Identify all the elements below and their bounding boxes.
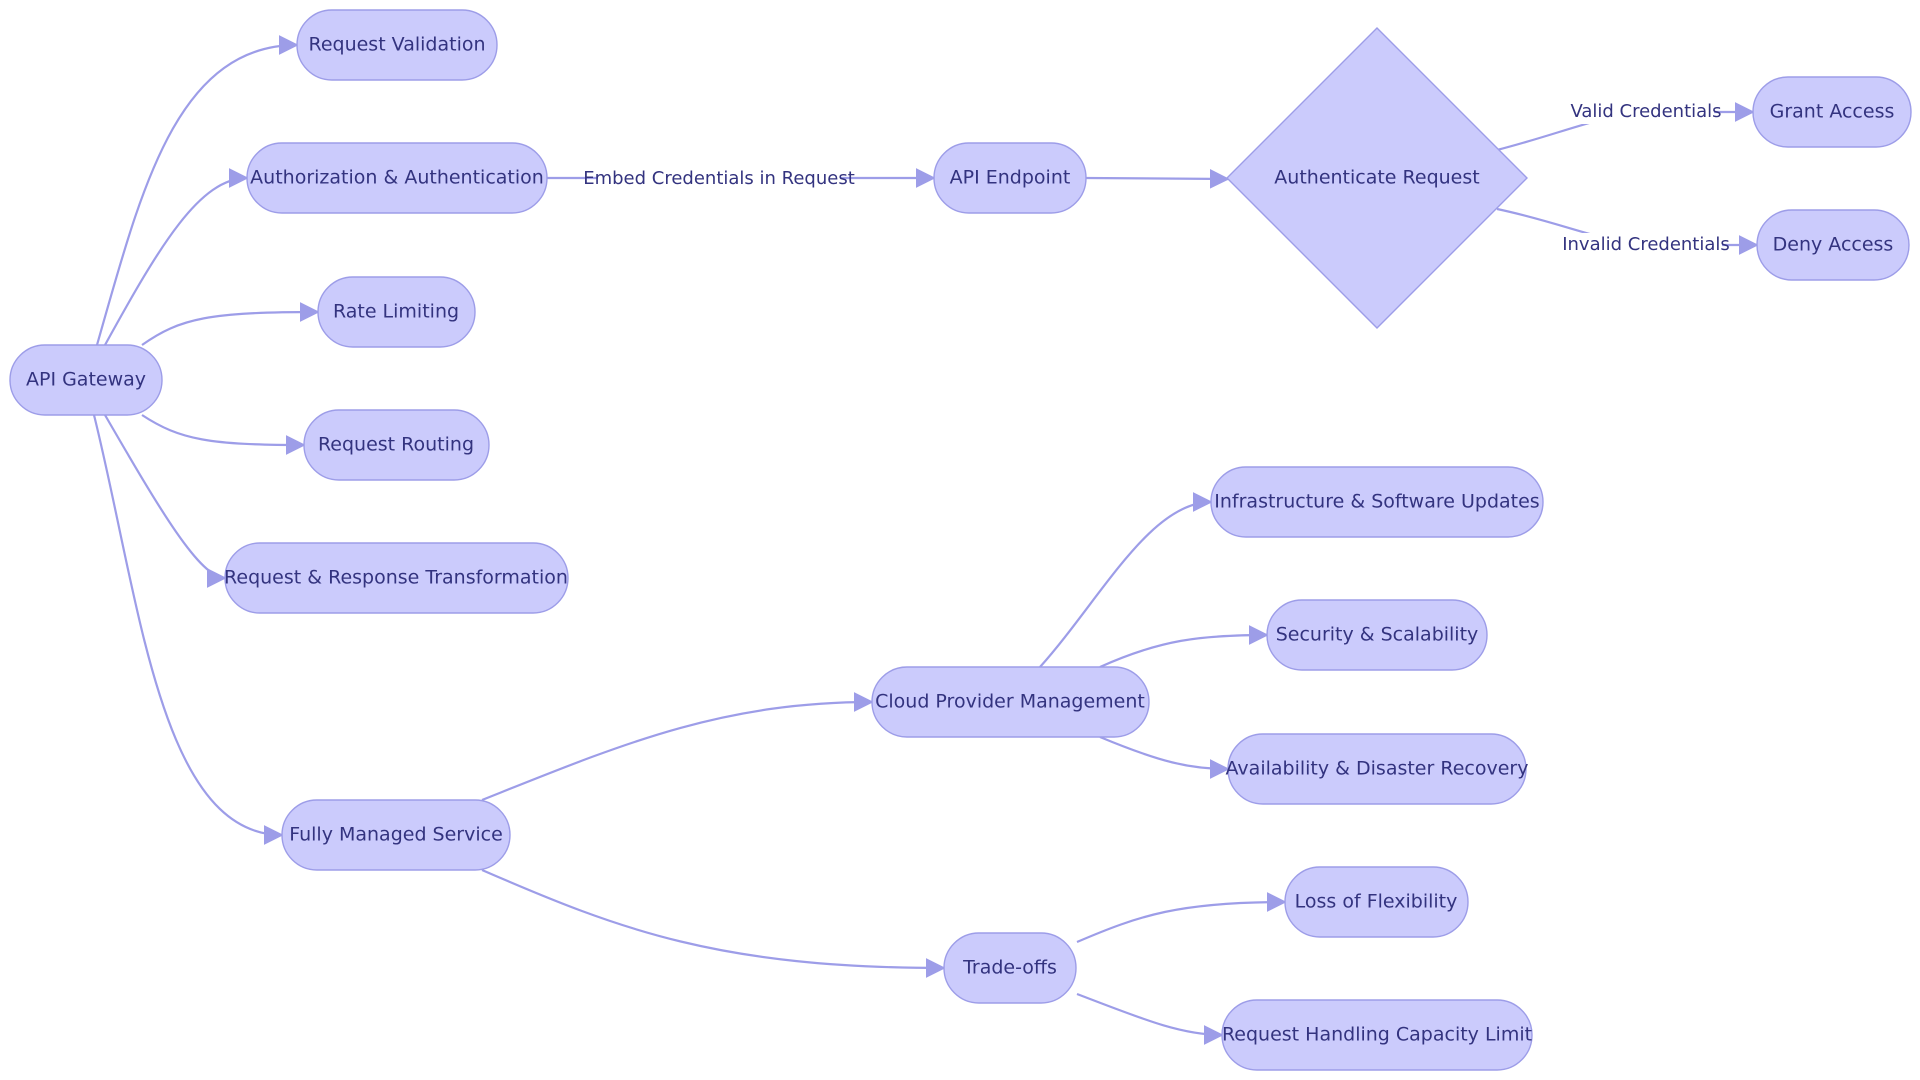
node-fully-managed[interactable]: Fully Managed Service	[281, 799, 511, 871]
edge-tradeoffs-to-capacity	[1076, 992, 1224, 1045]
edge-label-embed-credentials-text: Embed Credentials in Request	[583, 168, 855, 189]
edge-label-valid-credentials: Valid Credentials	[1570, 100, 1722, 124]
node-tradeoffs-label: Trade-offs	[962, 957, 1057, 979]
node-authenticate-request[interactable]: Authenticate Request	[1226, 27, 1528, 329]
node-authenticate-request-label: Authenticate Request	[1274, 167, 1479, 189]
edge-label-valid-credentials-text: Valid Credentials	[1570, 101, 1721, 122]
edge-gateway-to-validation	[95, 35, 299, 346]
node-req-resp-transform-label: Request & Response Transformation	[224, 567, 568, 589]
node-request-validation-label: Request Validation	[308, 34, 485, 56]
edge-fully-managed-to-cloud	[481, 692, 874, 802]
node-fully-managed-label: Fully Managed Service	[289, 824, 503, 846]
node-rate-limiting[interactable]: Rate Limiting	[317, 276, 476, 348]
node-request-validation[interactable]: Request Validation	[296, 9, 498, 81]
node-request-routing-label: Request Routing	[318, 434, 474, 456]
node-grant-access[interactable]: Grant Access	[1752, 76, 1912, 148]
node-auth-label: Authorization & Authentication	[250, 167, 544, 189]
edge-fully-managed-to-tradeoffs	[481, 868, 946, 978]
edge-endpoint-to-authenticate	[1085, 168, 1230, 189]
node-cloud-provider[interactable]: Cloud Provider Management	[871, 666, 1150, 738]
node-loss-flexibility[interactable]: Loss of Flexibility	[1284, 866, 1469, 938]
edge-label-invalid-credentials: Invalid Credentials	[1562, 233, 1730, 257]
node-grant-access-label: Grant Access	[1770, 101, 1895, 123]
node-request-routing[interactable]: Request Routing	[303, 409, 490, 481]
node-cloud-provider-label: Cloud Provider Management	[875, 691, 1145, 713]
edge-cloud-to-availability	[1099, 735, 1230, 779]
edge-cloud-to-infra	[1039, 492, 1213, 668]
edge-gateway-to-routing	[141, 414, 306, 455]
node-api-gateway-label: API Gateway	[26, 369, 146, 391]
node-availability-dr-label: Availability & Disaster Recovery	[1226, 758, 1529, 780]
node-tradeoffs[interactable]: Trade-offs	[943, 932, 1077, 1004]
node-deny-access[interactable]: Deny Access	[1756, 209, 1910, 281]
edge-gateway-to-auth	[104, 168, 249, 346]
edge-tradeoffs-to-flexibility	[1076, 892, 1287, 944]
node-security-scalability-label: Security & Scalability	[1276, 624, 1479, 646]
node-security-scalability[interactable]: Security & Scalability	[1266, 599, 1488, 671]
node-capacity-limit[interactable]: Request Handling Capacity Limit	[1221, 999, 1533, 1071]
node-infra-updates-label: Infrastructure & Software Updates	[1214, 491, 1539, 513]
edge-gateway-to-transform	[104, 414, 227, 588]
node-api-endpoint-label: API Endpoint	[950, 167, 1071, 189]
edge-cloud-to-security	[1099, 625, 1269, 669]
node-infra-updates[interactable]: Infrastructure & Software Updates	[1210, 466, 1544, 538]
node-loss-flexibility-label: Loss of Flexibility	[1295, 891, 1458, 913]
node-req-resp-transform[interactable]: Request & Response Transformation	[224, 542, 569, 614]
edge-label-embed-credentials: Embed Credentials in Request	[583, 166, 855, 190]
edge-gateway-to-rate-limiting	[141, 302, 320, 346]
edge-label-invalid-credentials-text: Invalid Credentials	[1562, 234, 1730, 255]
node-auth[interactable]: Authorization & Authentication	[246, 142, 548, 214]
node-api-gateway[interactable]: API Gateway	[9, 344, 163, 416]
node-deny-access-label: Deny Access	[1773, 234, 1894, 256]
edge-gateway-to-fully-managed	[92, 414, 284, 845]
node-capacity-limit-label: Request Handling Capacity Limit	[1222, 1024, 1532, 1046]
node-rate-limiting-label: Rate Limiting	[333, 301, 459, 323]
node-availability-dr[interactable]: Availability & Disaster Recovery	[1226, 733, 1529, 805]
node-api-endpoint[interactable]: API Endpoint	[933, 142, 1087, 214]
